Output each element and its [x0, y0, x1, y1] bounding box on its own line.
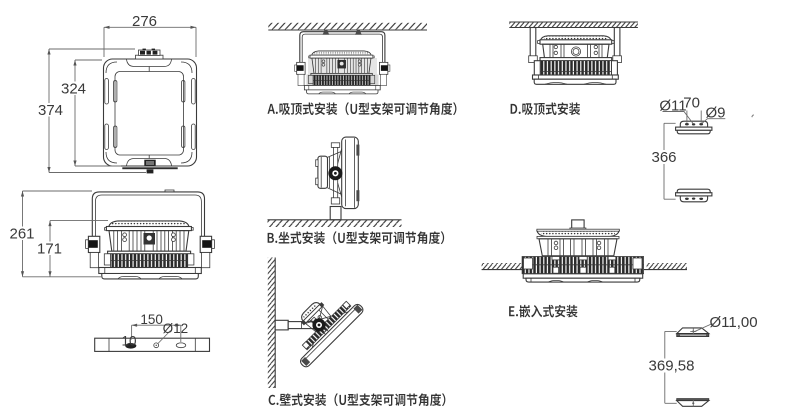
svg-text:276: 276	[132, 13, 157, 30]
svg-text:369,58: 369,58	[649, 358, 695, 375]
svg-text:150: 150	[140, 312, 163, 327]
svg-text:70: 70	[683, 95, 700, 112]
svg-text:171: 171	[37, 241, 62, 258]
svg-text:Ø11: Ø11	[659, 98, 686, 115]
svg-text:10: 10	[121, 334, 136, 349]
svg-text:324: 324	[61, 81, 86, 98]
svg-text:Ø11,00: Ø11,00	[709, 314, 757, 331]
svg-text:Ø9: Ø9	[705, 105, 725, 122]
svg-text:261: 261	[9, 226, 34, 243]
svg-text:366: 366	[651, 149, 676, 166]
svg-text:Ø12: Ø12	[163, 321, 189, 336]
svg-text:374: 374	[38, 102, 63, 119]
